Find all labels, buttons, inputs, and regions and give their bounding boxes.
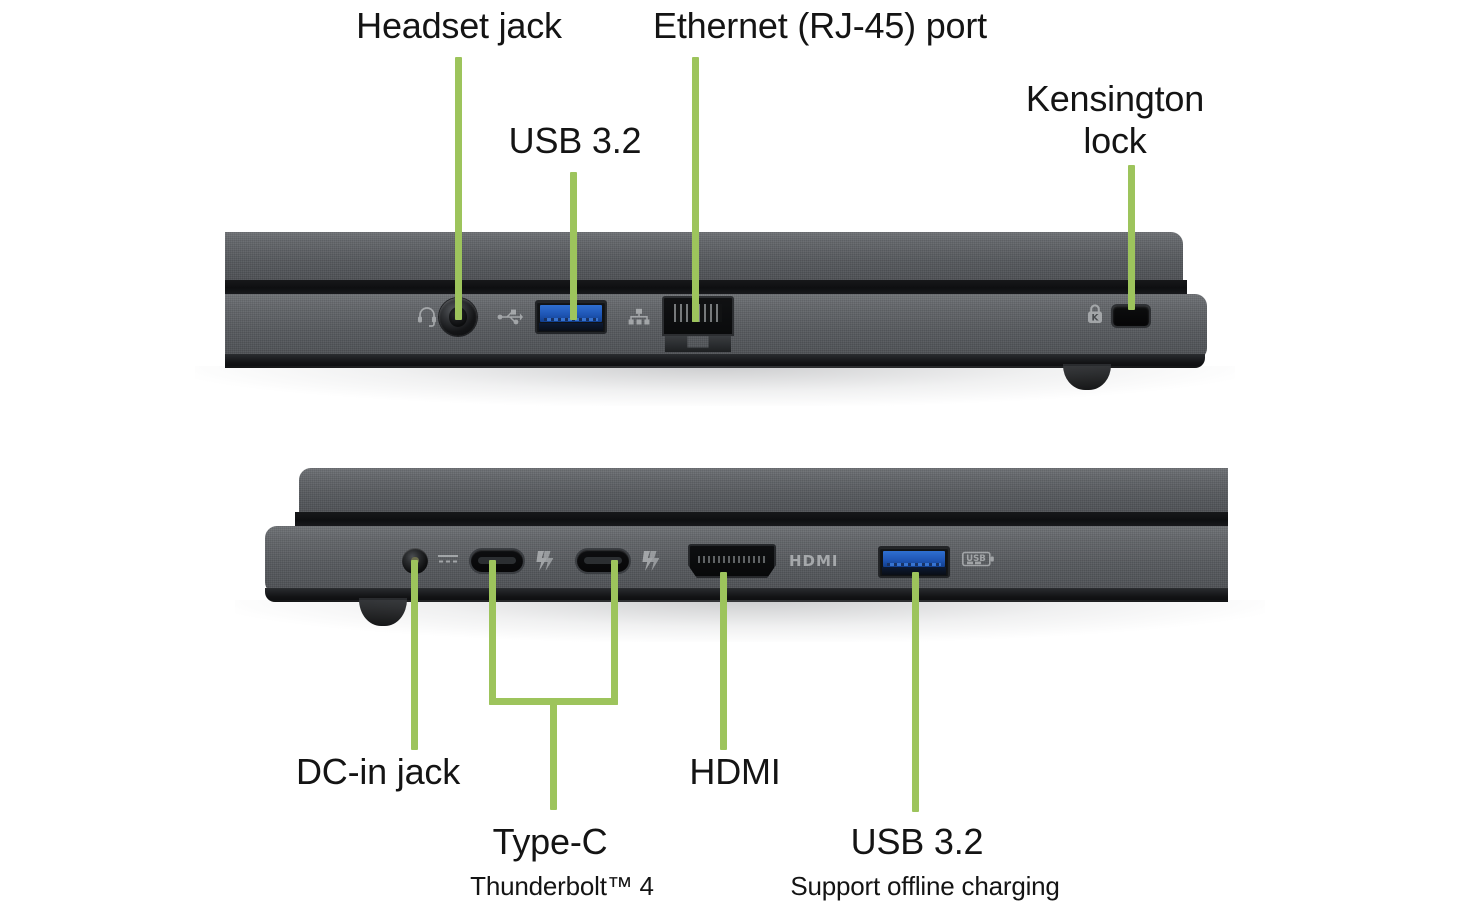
usb-trident-icon xyxy=(497,308,525,326)
leader-line-headset xyxy=(455,57,462,320)
laptop-lid xyxy=(225,232,1183,282)
label-kensington-lock: Kensington lock xyxy=(1025,78,1205,161)
thunderbolt-icon xyxy=(535,550,553,572)
label-ethernet-port: Ethernet (RJ-45) port xyxy=(653,5,987,46)
kensington-lock-icon: K xyxy=(1087,304,1103,324)
leader-line-kensington xyxy=(1128,165,1135,310)
leader-line-typec-left xyxy=(489,560,496,705)
laptop-top-edge-view: K xyxy=(195,232,1235,406)
usb-c-thunderbolt-port-1 xyxy=(469,548,525,574)
svg-text:USB: USB xyxy=(966,554,986,564)
label-offline-charging: Support offline charging xyxy=(790,871,1060,901)
hdmi-port xyxy=(688,544,776,578)
leader-line-usb32-bottom xyxy=(912,572,919,812)
label-type-c: Type-C xyxy=(492,821,608,862)
label-usb32-bottom: USB 3.2 xyxy=(850,821,984,862)
rubber-foot xyxy=(1063,364,1111,390)
laptop-bottom-edge-view: HDMI USB xyxy=(235,468,1265,642)
usb-floor xyxy=(539,322,603,331)
dc-in-icon xyxy=(438,554,460,566)
leader-line-typec-right xyxy=(611,560,618,705)
label-thunderbolt-4: Thunderbolt™ 4 xyxy=(470,871,654,901)
kensington-lock-slot xyxy=(1113,306,1149,326)
leader-line-dcin xyxy=(411,560,418,750)
leader-line-usb32-top xyxy=(570,172,577,320)
leader-line-typec-stem xyxy=(550,698,557,810)
thunderbolt-icon xyxy=(641,550,659,572)
label-dc-in-jack: DC-in jack xyxy=(295,751,461,792)
lid-base-seam xyxy=(225,280,1187,296)
leader-line-ethernet xyxy=(692,57,699,322)
leader-line-hdmi xyxy=(720,572,727,750)
hdmi-contacts xyxy=(698,556,766,563)
rubber-foot xyxy=(359,598,407,626)
label-hdmi: HDMI xyxy=(689,751,781,792)
headset-icon xyxy=(415,304,439,328)
usb-floor xyxy=(882,567,946,575)
usb-c-thunderbolt-port-2 xyxy=(575,548,631,574)
usb-tongue xyxy=(883,551,945,567)
network-icon xyxy=(628,308,650,326)
laptop-bottom-edge xyxy=(225,354,1205,368)
label-usb32-top: USB 3.2 xyxy=(508,120,642,161)
laptop-bottom-edge xyxy=(265,588,1228,602)
lid-base-seam xyxy=(295,512,1228,528)
label-headset-jack: Headset jack xyxy=(356,5,562,46)
svg-text:K: K xyxy=(1092,314,1100,324)
laptop-lid xyxy=(299,468,1228,516)
usb-offline-charging-icon: USB xyxy=(962,548,996,570)
hdmi-label-silkscreen: HDMI xyxy=(789,552,839,570)
